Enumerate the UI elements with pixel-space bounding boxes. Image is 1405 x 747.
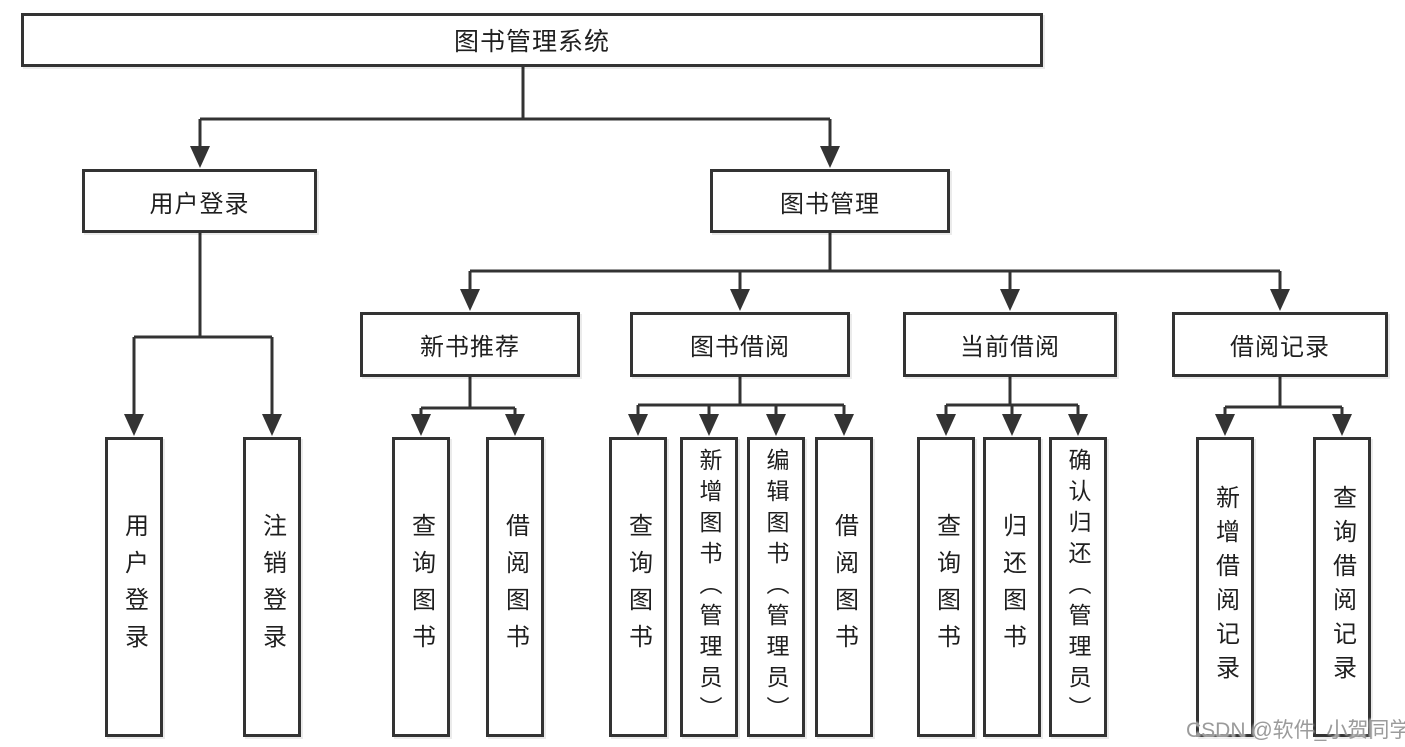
arrowhead-icon (124, 414, 144, 436)
leaf-return-books: 归还图书 (983, 437, 1041, 737)
arrowhead-icon (1215, 414, 1235, 436)
arrowhead-icon (1332, 414, 1352, 436)
connector-line-book-management (468, 233, 1282, 293)
arrowhead-icon (190, 146, 210, 168)
arrowhead-icon (820, 146, 840, 168)
leaf-query-books-2: 查询图书 (609, 437, 667, 737)
arrowhead-icon (262, 414, 282, 436)
leaf-query-books-3: 查询图书 (917, 437, 975, 737)
arrowhead-icon (1270, 289, 1290, 311)
arrowhead-icon (411, 414, 431, 436)
arrowhead-icon (628, 414, 648, 436)
node-book-borrow: 图书借阅 (630, 312, 850, 377)
leaf-edit-books-admin: 编辑图书（管理员） (747, 437, 805, 737)
leaf-confirm-return-admin: 确认归还（管理员） (1049, 437, 1107, 737)
leaf-borrow-books-1: 借阅图书 (486, 437, 544, 737)
leaf-add-borrow-record: 新增借阅记录 (1196, 437, 1254, 737)
watermark: CSDN @软件_小贺同学 (1186, 719, 1405, 742)
leaf-add-books-admin: 新增图书（管理员） (680, 437, 738, 737)
node-book-management: 图书管理 (710, 169, 950, 233)
leaf-query-books-1: 查询图书 (392, 437, 450, 737)
connector-line-user-login (132, 233, 274, 418)
arrowhead-icon (834, 414, 854, 436)
connector-line-current-borrow (944, 377, 1080, 418)
arrowhead-icon (766, 414, 786, 436)
arrowhead-icon (699, 414, 719, 436)
arrowhead-icon (505, 414, 525, 436)
node-user-login: 用户登录 (82, 169, 317, 233)
leaf-borrow-books-2: 借阅图书 (815, 437, 873, 737)
arrowhead-icon (1068, 414, 1088, 436)
node-new-book-recommend: 新书推荐 (360, 312, 580, 377)
leaf-user-login: 用户登录 (105, 437, 163, 737)
arrowhead-icon (1000, 289, 1020, 311)
arrowhead-icon (1002, 414, 1022, 436)
connector-line-borrow-records (1223, 377, 1344, 418)
leaf-logout: 注销登录 (243, 437, 301, 737)
connector-line-book-borrow (636, 377, 846, 418)
connector-line-root (198, 67, 832, 150)
arrowhead-icon (730, 289, 750, 311)
node-root: 图书管理系统 (21, 13, 1043, 67)
arrowhead-icon (460, 289, 480, 311)
node-borrow-records: 借阅记录 (1172, 312, 1388, 377)
arrowhead-icon (936, 414, 956, 436)
connector-line-new-book-recommend (419, 377, 517, 418)
leaf-query-borrow-record: 查询借阅记录 (1313, 437, 1371, 737)
node-current-borrow: 当前借阅 (903, 312, 1117, 377)
